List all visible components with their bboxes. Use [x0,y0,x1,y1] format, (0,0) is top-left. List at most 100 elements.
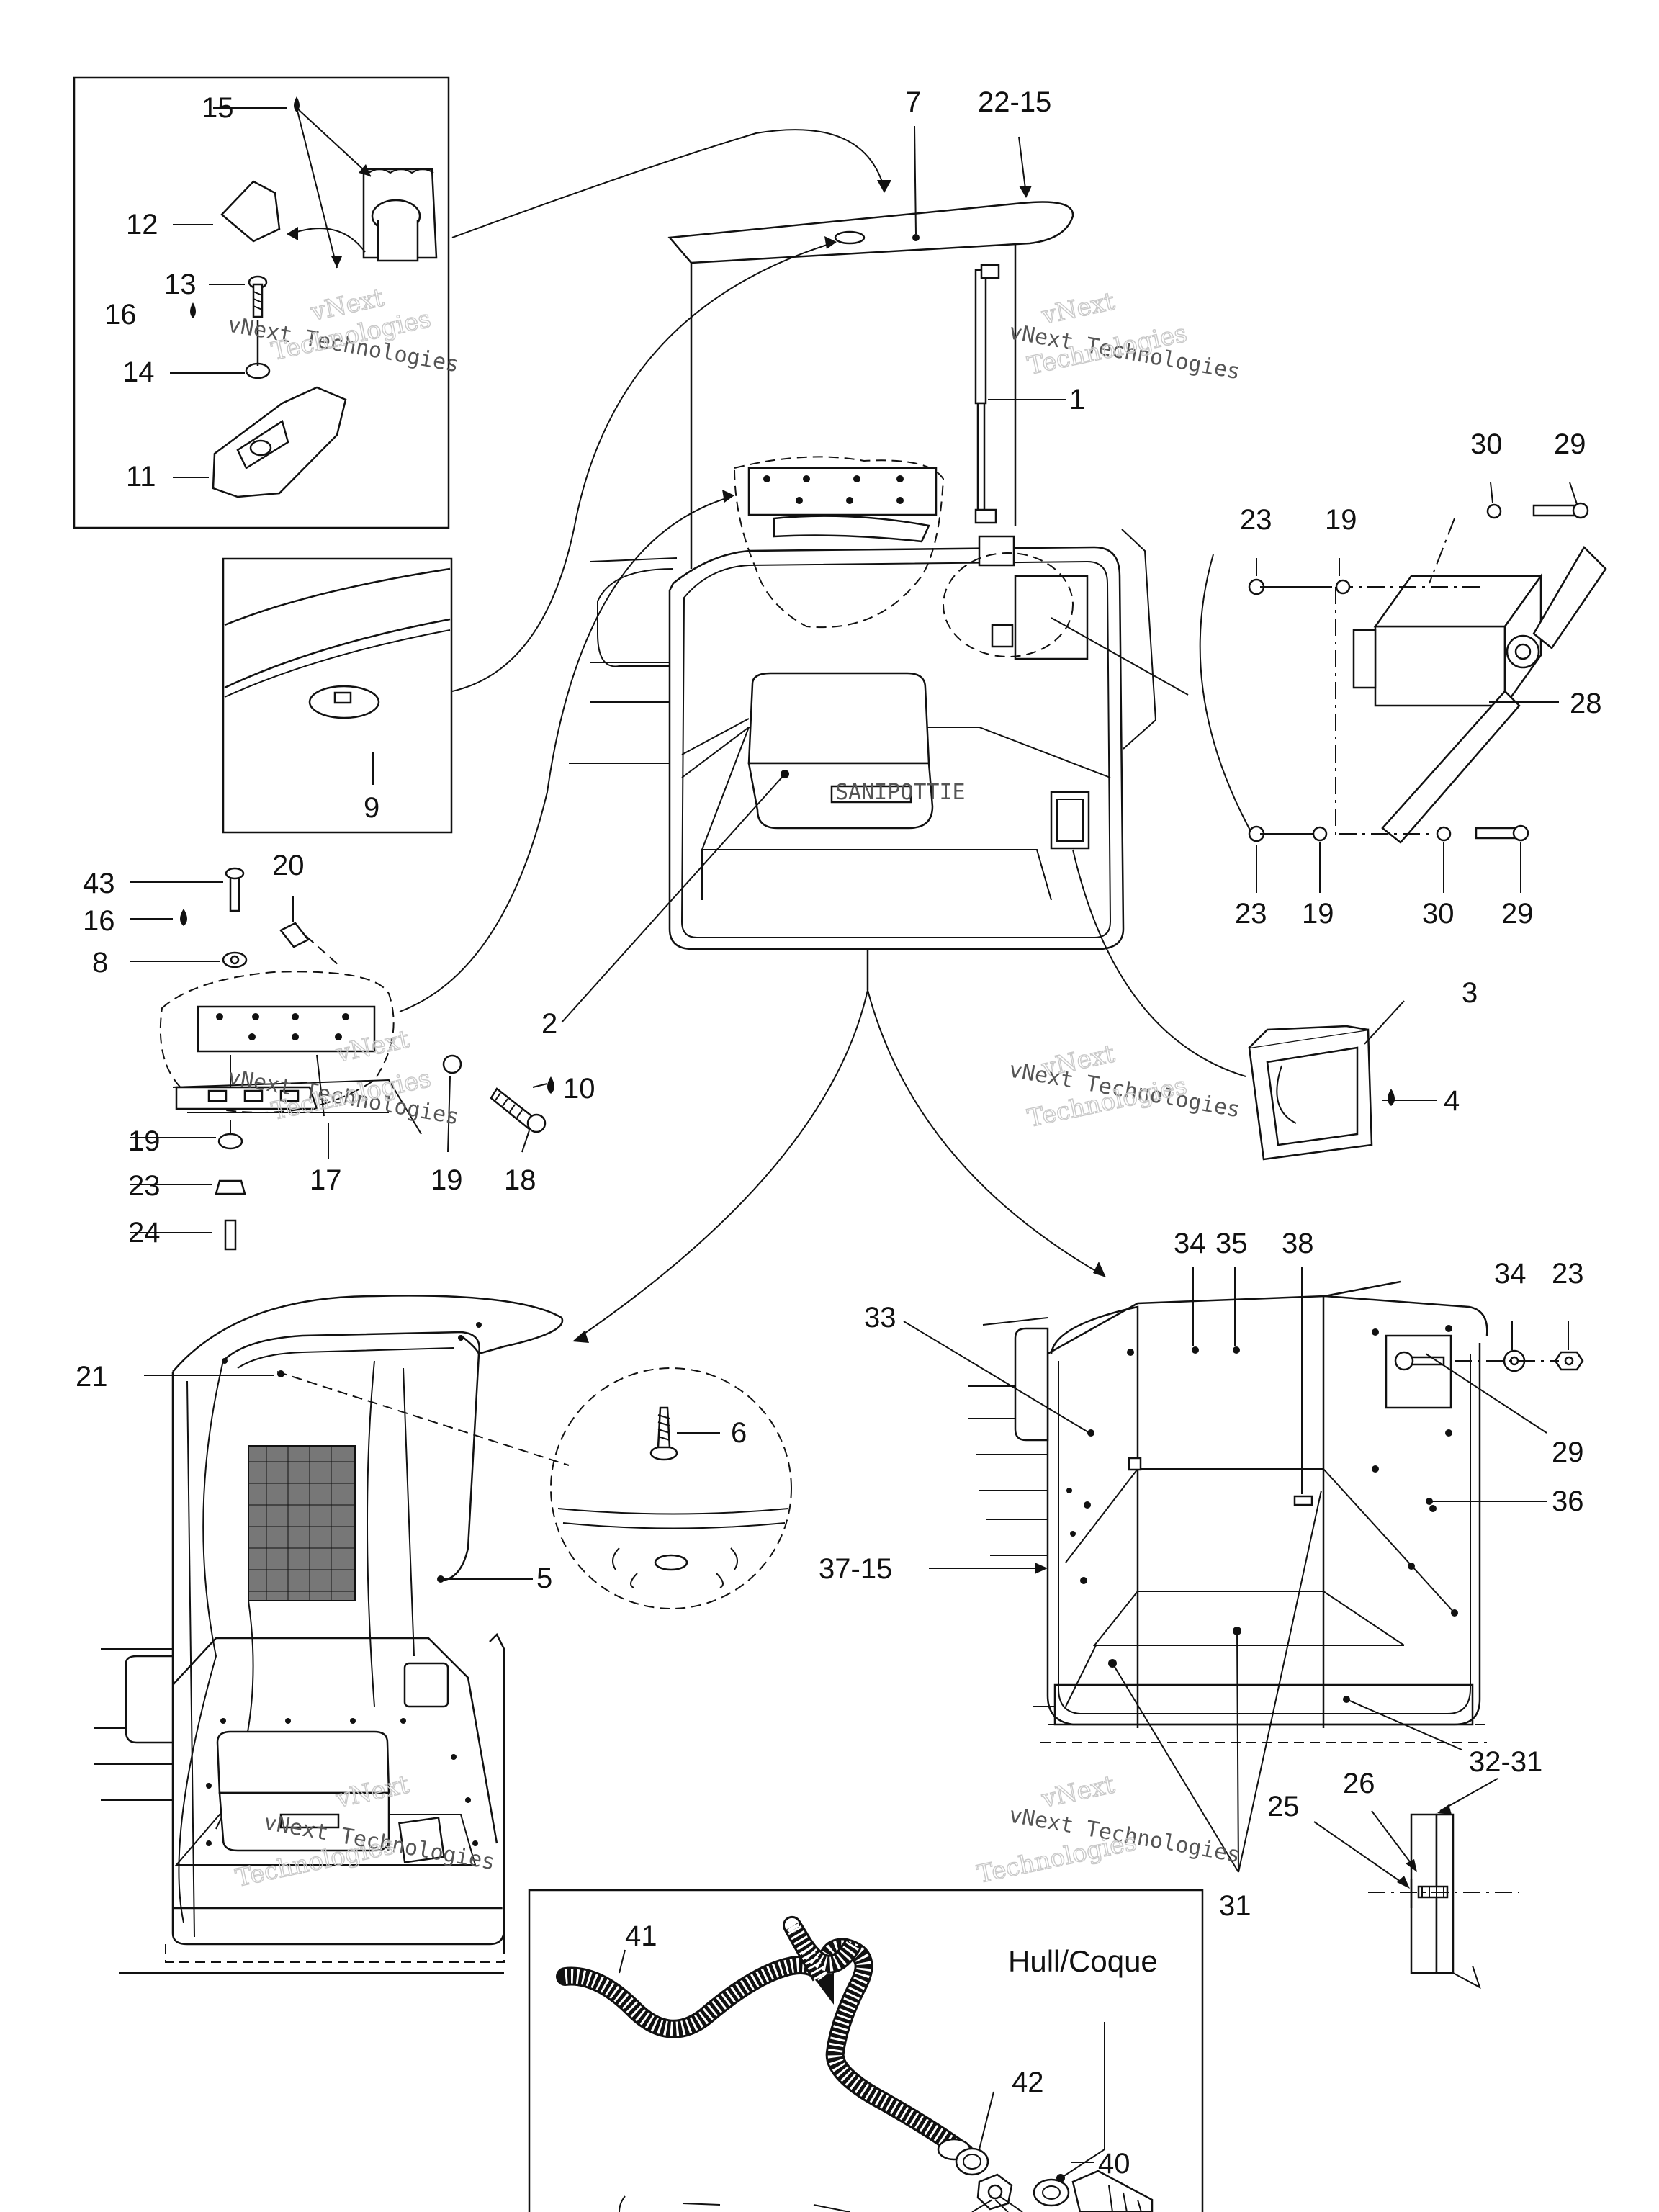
label-32-31: 32-31 [1469,1746,1542,1778]
label-22-15: 22-15 [978,86,1051,118]
label-30-top: 30 [1470,428,1503,460]
label-41: 41 [625,1920,657,1952]
leader-33 [903,1321,1090,1434]
leader-3 [1364,1000,1405,1045]
leader-41 [619,1949,626,1974]
leader-25 [1313,1821,1408,1887]
label-24: 24 [128,1217,161,1249]
hose-detail-box [528,1889,1204,2212]
label-14: 14 [122,356,155,388]
screw-detail-circle [550,1367,792,1609]
hatch-detail [1248,1000,1437,1161]
label-2: 2 [541,1008,557,1040]
screw-13 [248,275,268,318]
label-23-top: 23 [1240,504,1272,536]
label-28: 28 [1570,688,1602,719]
vent-grille [362,168,438,262]
toilet-brand-label: SANIPOTTIE [835,780,966,805]
label-40: 40 [1098,2148,1130,2180]
arrow-to-shell [867,989,1102,1275]
label-25: 25 [1267,1791,1300,1822]
watermark-2: vNext vNext Technologies Technologies [1007,287,1242,385]
label-34-top: 34 [1174,1228,1206,1259]
label-33: 33 [864,1302,896,1334]
label-37-15: 37-15 [819,1553,892,1585]
label-29-top: 29 [1554,428,1586,460]
arrow-to-hatch [1072,849,1246,1077]
watermark-4: vNext vNext Technologies Technologies [1007,1039,1242,1134]
label-38: 38 [1282,1228,1314,1259]
label-19-left: 19 [128,1125,161,1157]
arrow-to-plate [399,496,732,1012]
screw-6 [649,1406,678,1461]
label-43: 43 [83,868,115,899]
bracket-detail [1248,482,1607,893]
label-26: 26 [1343,1768,1375,1799]
label-16-top: 16 [104,299,137,331]
label-10: 10 [563,1073,595,1105]
bracket-box [1374,625,1506,707]
label-19-top: 19 [1325,504,1357,536]
label-12: 12 [126,209,158,240]
seal-detail [1313,1778,1519,1990]
part-labels: 15 12 13 16 14 11 9 7 22-15 1 30 29 23 1… [76,86,1602,2180]
label-17: 17 [310,1164,342,1196]
portable-toilet: SANIPOTTIE [747,672,966,830]
label-5: 5 [536,1563,552,1594]
label-23-left: 23 [128,1170,161,1202]
label-1: 1 [1069,384,1085,415]
label-4: 4 [1444,1085,1460,1117]
label-29-bottom: 29 [1501,898,1534,930]
label-hull: Hull/Coque [1008,1944,1158,1978]
leader-32-31 [1346,1699,1462,1750]
shell-assembly [903,1267,1584,1873]
label-35: 35 [1215,1228,1248,1259]
vent-housing [212,386,347,498]
label-6: 6 [731,1417,747,1449]
spacer-20 [279,922,310,948]
label-3: 3 [1462,977,1478,1009]
label-23-bottom: 23 [1235,898,1267,930]
strut-28 [1381,690,1521,844]
label-19-bottom: 19 [1302,898,1334,930]
leader-12-arrow [287,228,366,253]
console-lid [667,201,1074,264]
label-20: 20 [272,850,305,881]
gas-spring [974,264,1000,524]
label-23-right: 23 [1552,1258,1584,1290]
leader-31 [1112,1490,1322,1873]
shell-hatch-plate [1385,1334,1452,1409]
label-9: 9 [364,792,379,824]
arrow-to-vent [451,129,885,238]
label-31: 31 [1219,1890,1251,1922]
label-15: 15 [202,92,234,124]
bracket-callout-arc [1199,554,1254,836]
light-detail-box [222,557,453,834]
label-36: 36 [1552,1485,1584,1517]
label-16-mid: 16 [83,905,115,937]
label-42: 42 [1012,2067,1044,2098]
console-main-assembly: SANIPOTTIE [561,125,1189,1023]
leader-32-31-b [1439,1778,1498,1812]
mesh-net [248,1445,356,1601]
label-11: 11 [126,461,156,493]
svg-text:vNext: vNext [1039,287,1118,331]
label-29-right: 29 [1552,1437,1584,1468]
hinge-bracket [978,535,1015,567]
arrow-to-liner [575,989,868,1340]
leader-29-lower [1425,1353,1547,1434]
svg-text:Technologies: Technologies [975,1827,1139,1889]
vent-detail-frame [73,76,450,529]
watermark-6: vNext vNext Technologies Technologies [974,1770,1242,1890]
leader-7 [914,125,917,235]
mounting-plate-detail [130,867,554,1251]
bolt-18 [442,1054,547,1133]
label-18: 18 [504,1164,536,1196]
fastener-set [1394,1349,1584,1372]
svg-text:vNext: vNext [1039,1770,1118,1814]
leader-15 [296,107,372,269]
vent-flap [220,180,281,243]
leader-26 [1371,1810,1416,1869]
label-30-bottom: 30 [1422,898,1455,930]
